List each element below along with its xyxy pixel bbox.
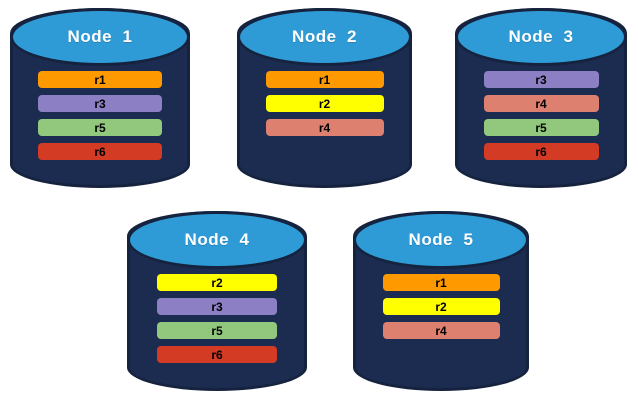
replica-bar-r2[interactable]: r2 — [157, 274, 277, 291]
replica-label: r5 — [94, 120, 106, 135]
node-cylinder-3[interactable]: Node 3 r3 r4 r5 r6 — [455, 8, 627, 188]
replica-bar-r1[interactable]: r1 — [265, 71, 384, 88]
replica-list: r1 r2 r4 — [353, 269, 529, 339]
replica-bar-r3[interactable]: r3 — [157, 298, 277, 315]
replica-label: r2 — [318, 96, 331, 111]
replica-bar-r1[interactable]: r1 — [38, 71, 162, 88]
cylinder-top: Node 5 — [353, 211, 529, 269]
node-title: Node 4 — [184, 230, 250, 249]
cylinder-top: Node 4 — [127, 211, 307, 269]
replica-bar-r4[interactable]: r4 — [265, 119, 384, 136]
replica-bar-r3[interactable]: r3 — [38, 95, 162, 112]
cylinder-top: Node 3 — [455, 8, 627, 66]
node-title: Node 1 — [67, 27, 133, 46]
replica-bar-r5[interactable]: r5 — [38, 119, 162, 136]
replica-label: r5 — [211, 323, 223, 338]
replica-list: r3 r4 r5 r6 — [455, 66, 627, 160]
replica-label: r4 — [535, 96, 547, 111]
replica-label: r4 — [435, 323, 447, 338]
replica-label: r1 — [318, 72, 331, 87]
replica-list: r2 r3 r5 r6 — [127, 269, 307, 363]
cylinder-top: Node 2 — [237, 8, 412, 66]
replica-label: r5 — [535, 120, 547, 135]
cylinder-top: Node 1 — [10, 8, 190, 66]
node-cylinder-1[interactable]: Node 1 r1 r3 r5 r6 — [10, 8, 190, 188]
replica-label: r3 — [94, 96, 106, 111]
node-title: Node 5 — [408, 230, 474, 249]
replica-bar-r6[interactable]: r6 — [38, 143, 162, 160]
replica-bar-r3[interactable]: r3 — [483, 71, 599, 88]
replica-bar-r5[interactable]: r5 — [157, 322, 277, 339]
replica-label: r6 — [94, 144, 106, 159]
replica-bar-r6[interactable]: r6 — [157, 346, 277, 363]
node-title: Node 2 — [292, 27, 357, 46]
node-cylinder-2[interactable]: Node 2 r1 r2 r4 — [237, 8, 412, 188]
replica-list: r1 r3 r5 r6 — [10, 66, 190, 160]
replica-label: r2 — [435, 299, 447, 314]
replica-bar-r2[interactable]: r2 — [382, 298, 500, 315]
replica-label: r4 — [318, 120, 331, 135]
replica-bar-r5[interactable]: r5 — [483, 119, 599, 136]
replica-label: r3 — [211, 299, 223, 314]
node-cylinder-5[interactable]: Node 5 r1 r2 r4 — [353, 211, 529, 391]
replica-label: r1 — [435, 275, 447, 290]
replica-bar-r6[interactable]: r6 — [483, 143, 599, 160]
node-title: Node 3 — [508, 27, 574, 46]
replica-label: r6 — [211, 347, 223, 362]
replica-bar-r4[interactable]: r4 — [483, 95, 599, 112]
replica-label: r6 — [535, 144, 547, 159]
replica-label: r3 — [535, 72, 547, 87]
replica-bar-r4[interactable]: r4 — [382, 322, 500, 339]
replica-label: r1 — [94, 72, 106, 87]
replica-bar-r2[interactable]: r2 — [265, 95, 384, 112]
replica-bar-r1[interactable]: r1 — [382, 274, 500, 291]
replica-label: r2 — [211, 275, 223, 290]
replica-list: r1 r2 r4 — [237, 66, 412, 136]
node-cylinder-4[interactable]: Node 4 r2 r3 r5 r6 — [127, 211, 307, 391]
